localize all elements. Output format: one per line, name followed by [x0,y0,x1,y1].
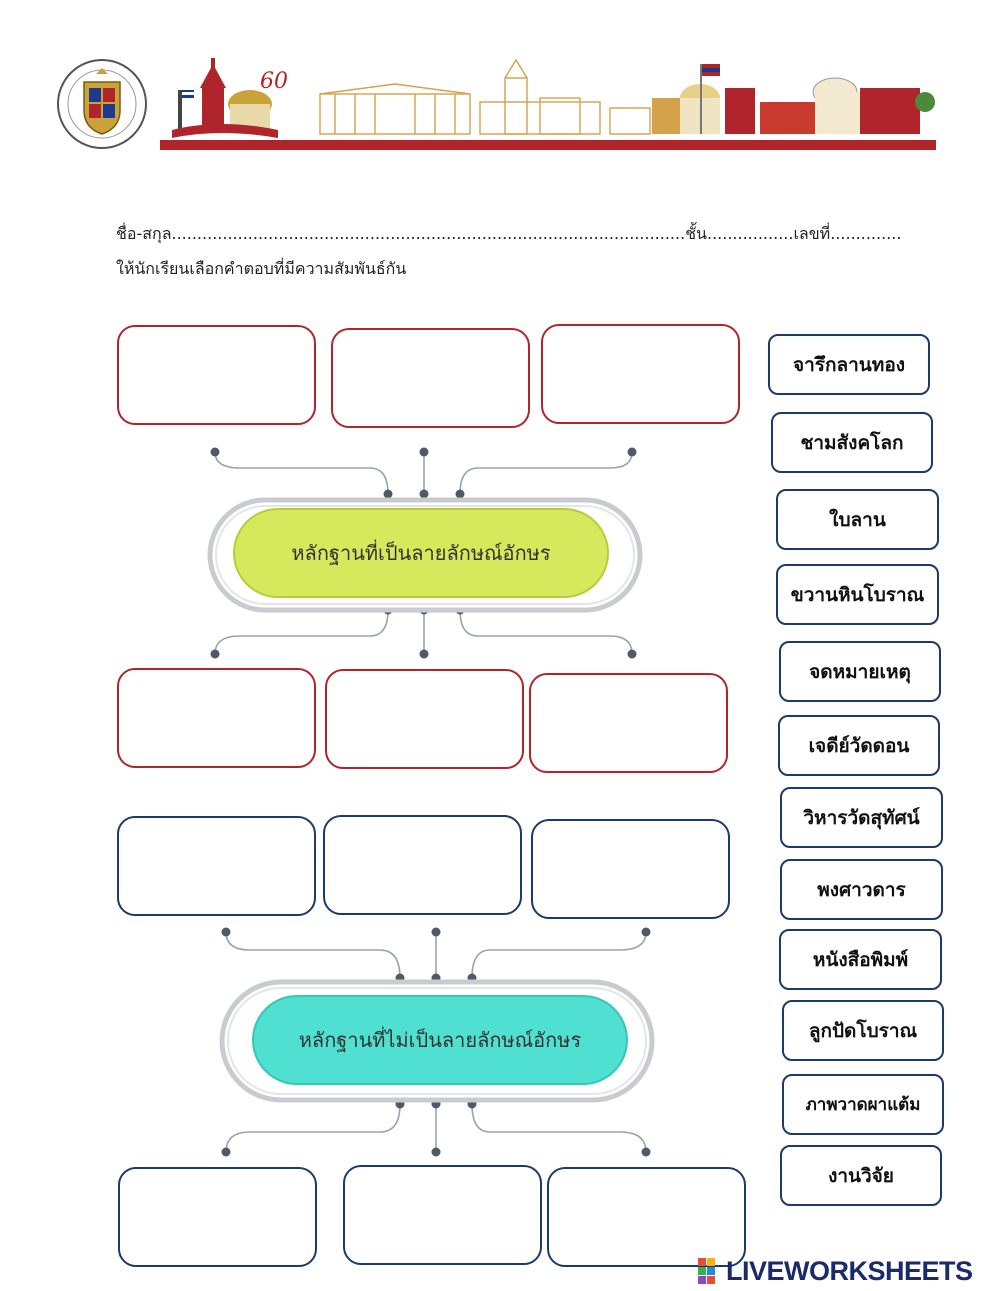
unwritten-answer-box-3[interactable] [531,819,730,919]
word-card[interactable]: หนังสือพิมพ์ [779,929,942,990]
school-crest-logo [56,58,148,150]
unwritten-answer-box-4[interactable] [118,1167,317,1267]
word-card[interactable]: จดหมายเหตุ [779,641,941,702]
number-label: เลขที่ [793,224,831,243]
written-answer-box-2[interactable] [331,328,530,428]
word-card[interactable]: ชามสังคโลก [771,412,933,473]
written-answer-box-6[interactable] [529,673,728,773]
written-answer-box-5[interactable] [325,669,524,769]
anniversary-number: 60 [260,69,288,94]
word-card[interactable]: ใบลาน [776,489,939,550]
unwritten-evidence-hub: หลักฐานที่ไม่เป็นลายลักษณ์อักษร [298,1028,582,1052]
written-answer-box-3[interactable] [541,324,740,424]
word-card[interactable]: วิหารวัดสุทัศน์ [780,787,943,848]
name-label: ชื่อ-สกุล [116,224,172,243]
instruction-text: ให้นักเรียนเลือกคำตอบที่มีความสัมพันธ์กั… [116,259,407,278]
brand-name: LIVEWORKSHEETS [726,1256,973,1286]
word-card[interactable]: จารึกลานทอง [768,334,930,395]
class-label: ชั้น [685,224,707,243]
unwritten-answer-box-5[interactable] [343,1165,542,1265]
unwritten-answer-box-6[interactable] [547,1167,746,1267]
word-card[interactable]: พงศาวดาร [780,859,943,920]
header-banner: 60 [160,58,936,152]
word-card[interactable]: ลูกปัดโบราณ [782,1000,944,1061]
unwritten-answer-box-2[interactable] [323,815,522,915]
unwritten-answer-box-1[interactable] [117,816,316,916]
written-evidence-hub: หลักฐานที่เป็นลายลักษณ์อักษร [291,541,551,565]
word-card[interactable]: ขวานหินโบราณ [776,564,939,625]
word-card[interactable]: ภาพวาดผาแต้ม [782,1074,944,1135]
liveworksheets-logo: LIVEWORKSHEETS [698,1256,973,1287]
word-card[interactable]: เจดีย์วัดดอน [778,715,940,776]
liveworksheets-icon [698,1257,715,1284]
name-dots[interactable]: ........................................… [171,224,686,243]
written-answer-box-1[interactable] [117,325,316,425]
number-dots[interactable]: .............. [830,224,902,243]
class-dots[interactable]: ................. [706,224,794,243]
word-card[interactable]: งานวิจัย [780,1145,942,1206]
student-info-line: ชื่อ-สกุล...............................… [116,222,901,247]
written-answer-box-4[interactable] [117,668,316,768]
